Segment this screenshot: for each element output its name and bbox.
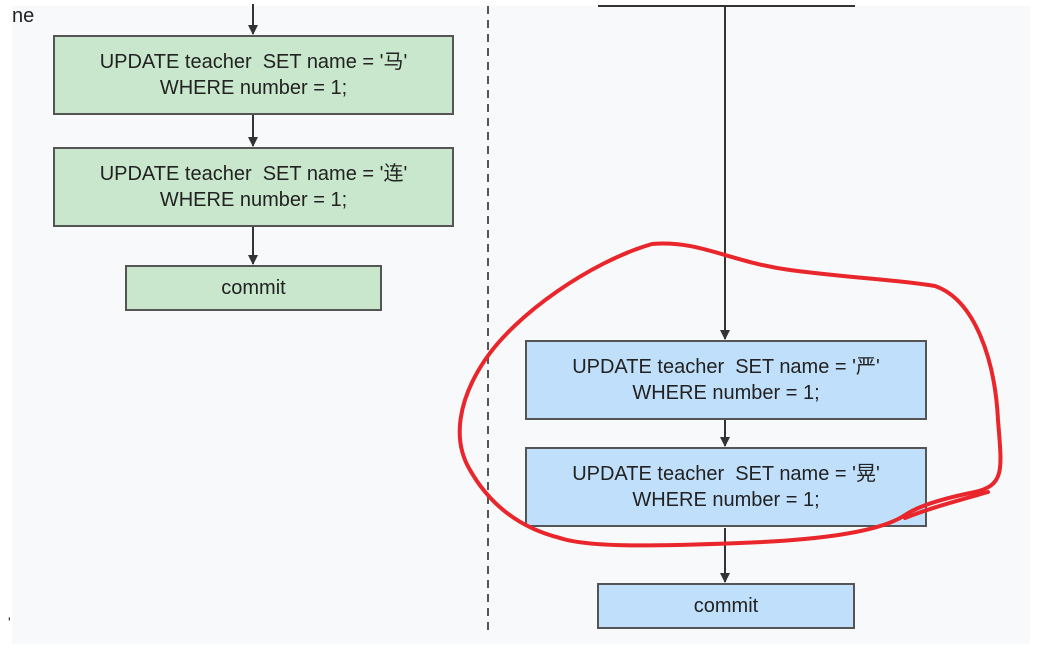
cropped-edge-text: ne xyxy=(12,5,35,27)
left-box-2-line-1: UPDATE teacher SET name = '连' xyxy=(99,163,408,185)
right-box-2-line-1: UPDATE teacher SET name = '晃' xyxy=(572,463,880,485)
red-annotation-loop xyxy=(457,241,1003,548)
red-annotation-overlap xyxy=(903,490,990,520)
left-update-box-2: UPDATE teacher SET name = '连' WHERE numb… xyxy=(53,147,454,227)
left-commit-box: commit xyxy=(125,265,382,311)
left-box-2-line-2: WHERE number = 1; xyxy=(159,189,348,211)
right-box-2-line-2: WHERE number = 1; xyxy=(632,489,820,511)
right-update-box-2: UPDATE teacher SET name = '晃' WHERE numb… xyxy=(525,447,927,527)
left-box-1-line-1: UPDATE teacher SET name = '马' xyxy=(99,51,408,73)
cropped-edge-mark: ' xyxy=(8,614,11,630)
right-box-1-line-1: UPDATE teacher SET name = '严' xyxy=(572,356,880,378)
left-box-1-line-2: WHERE number = 1; xyxy=(159,77,348,99)
right-commit-label: commit xyxy=(693,595,759,617)
left-commit-label: commit xyxy=(221,277,286,299)
left-update-box-1: UPDATE teacher SET name = '马' WHERE numb… xyxy=(53,35,454,115)
right-update-box-1: UPDATE teacher SET name = '严' WHERE numb… xyxy=(525,340,927,420)
right-commit-box: commit xyxy=(597,583,855,629)
right-box-1-line-2: WHERE number = 1; xyxy=(632,382,820,404)
